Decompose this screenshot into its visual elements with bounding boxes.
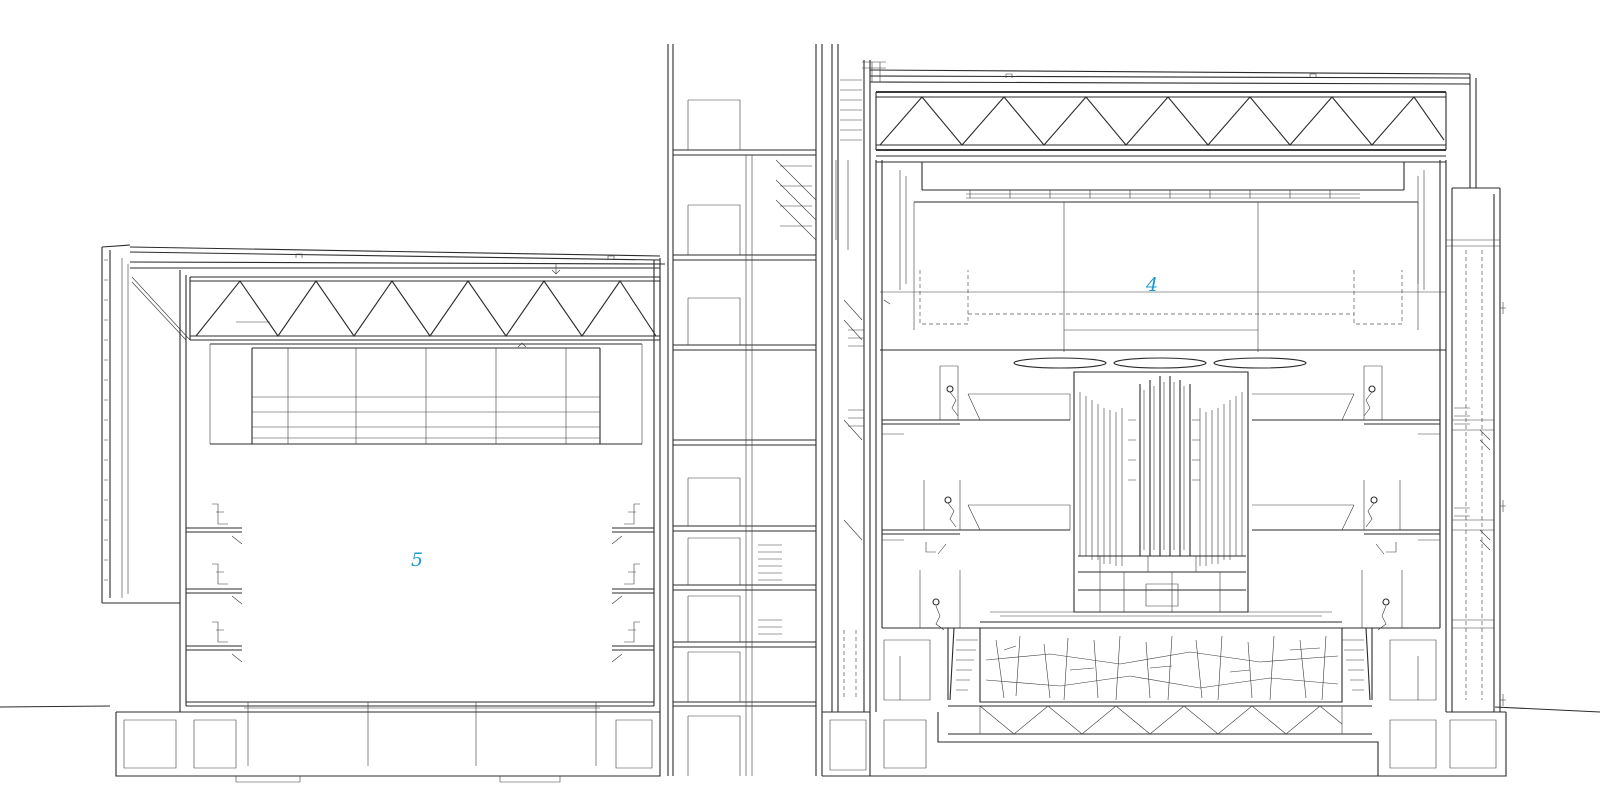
right-truss <box>875 91 1447 151</box>
left-stage-rig <box>209 342 643 445</box>
left-facade <box>101 244 180 604</box>
right-ceiling <box>876 155 1446 352</box>
left-roof <box>129 246 666 275</box>
right-hall-balconies-left <box>882 299 1071 631</box>
room-label-4: 4 <box>1145 274 1158 296</box>
left-truss <box>131 276 661 341</box>
east-shaft <box>1446 187 1506 713</box>
left-basement <box>115 701 661 783</box>
room-label-5: 5 <box>411 549 423 571</box>
organ <box>1073 371 1249 613</box>
right-reflectors <box>1013 357 1307 369</box>
right-stage <box>869 611 1507 777</box>
right-roof <box>862 61 1477 188</box>
right-hall-balconies-right <box>1252 365 1440 631</box>
right-hall <box>848 61 1507 777</box>
left-hall <box>101 244 666 783</box>
left-balconies <box>186 503 654 663</box>
middle-towers <box>667 44 871 777</box>
ground-line <box>0 705 1600 713</box>
